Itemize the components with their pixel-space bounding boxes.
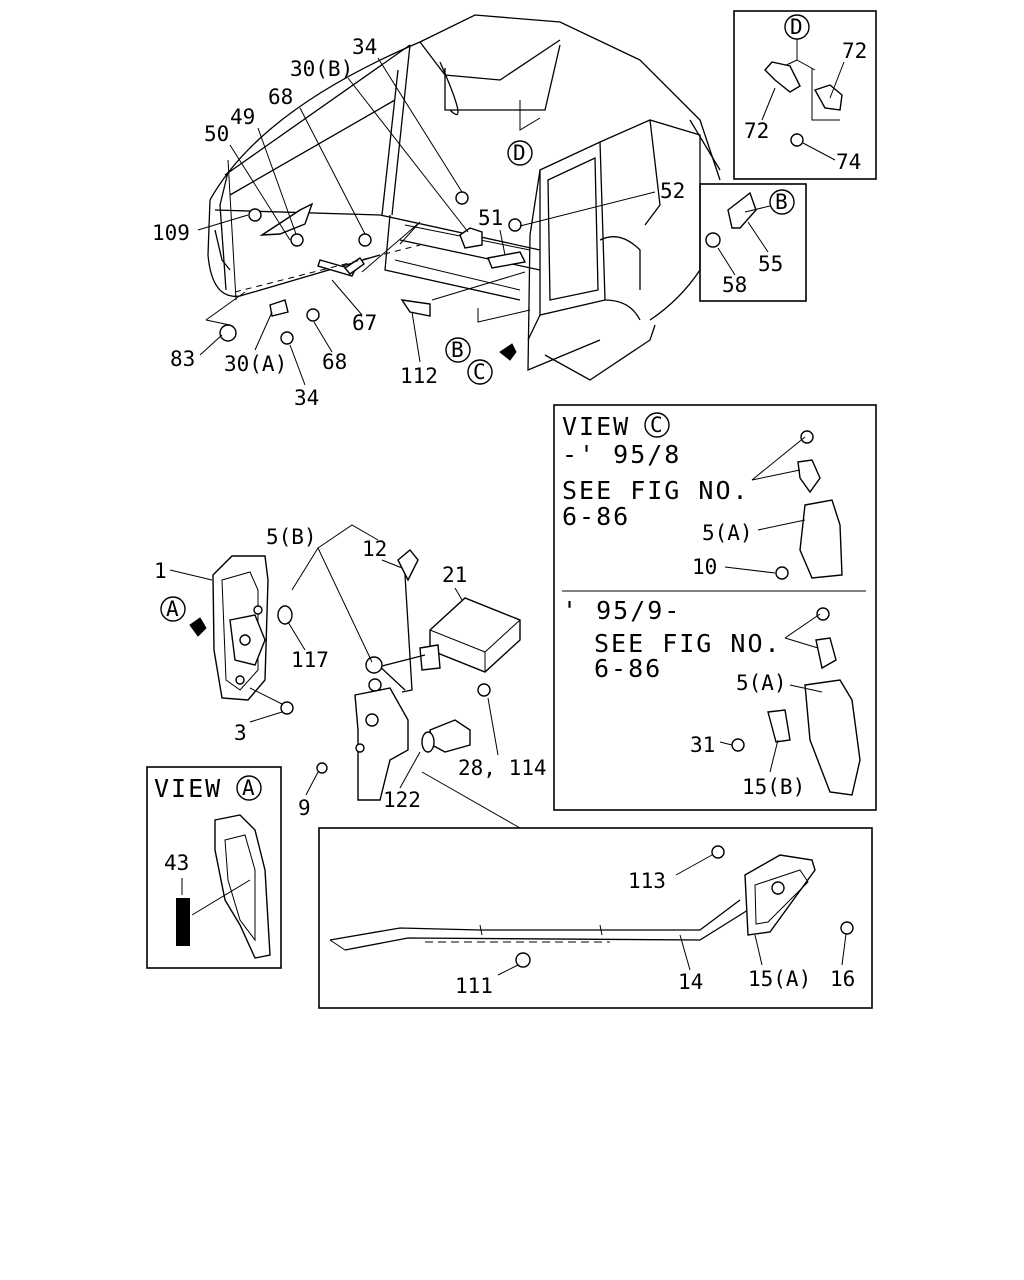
label-113: 113 xyxy=(628,869,666,893)
label-28-114: 28, 114 xyxy=(458,756,547,780)
label-30a: 30(A) xyxy=(224,352,287,376)
label-14: 14 xyxy=(678,970,703,994)
label-10: 10 xyxy=(692,555,717,579)
circle-d-top-letter: D xyxy=(513,141,526,165)
circle-a-letter: A xyxy=(166,597,179,621)
label-34-bottom: 34 xyxy=(294,386,319,410)
label-5b: 5(B) xyxy=(266,525,317,549)
label-122: 122 xyxy=(383,788,421,812)
top-labels: 34 30(B) 68 49 50 109 83 30(A) 34 68 67 … xyxy=(152,35,685,410)
label-68-bottom: 68 xyxy=(322,350,347,374)
circle-c-top xyxy=(467,359,493,385)
bottom-leader-lines xyxy=(497,854,847,976)
label-111: 111 xyxy=(455,974,493,998)
label-67: 67 xyxy=(352,311,377,335)
label-15b: 15(B) xyxy=(742,775,805,799)
view-a-title: VIEW xyxy=(154,774,222,803)
label-72-left: 72 xyxy=(744,119,769,143)
label-34-top: 34 xyxy=(352,35,377,59)
label-74: 74 xyxy=(836,150,861,174)
view-c-lower-line2: SEE FIG NO. xyxy=(594,629,782,658)
view-a-letter: A xyxy=(242,776,255,800)
latch-assembly: A xyxy=(160,549,521,801)
top-leader-lines xyxy=(197,57,656,386)
view-c-panel: VIEW C -' 95/8 SEE FIG NO. 6-86 5(A) 10 … xyxy=(553,404,877,811)
label-43: 43 xyxy=(164,851,189,875)
label-16: 16 xyxy=(830,967,855,991)
view-c-lower-line1: ' 95/9- xyxy=(562,596,681,625)
circle-c-top-letter: C xyxy=(473,360,486,384)
view-c-title: VIEW xyxy=(562,412,630,441)
label-68-top: 68 xyxy=(268,85,293,109)
label-52: 52 xyxy=(660,179,685,203)
label-5a-upper: 5(A) xyxy=(702,521,753,545)
label-83: 83 xyxy=(170,347,195,371)
label-55: 55 xyxy=(758,252,783,276)
circle-b-top-letter: B xyxy=(451,338,464,362)
circle-b-top xyxy=(445,337,471,363)
view-c-lower-line3: 6-86 xyxy=(594,654,662,683)
circle-d-top xyxy=(507,140,533,166)
inset-b: B 55 58 xyxy=(699,183,807,302)
label-30b: 30(B) xyxy=(290,57,353,81)
label-21: 21 xyxy=(442,563,467,587)
inset-d-letter: D xyxy=(790,15,803,39)
inset-b-letter: B xyxy=(775,190,788,214)
vehicle-rear-illustration xyxy=(205,14,721,381)
label-109: 109 xyxy=(152,221,190,245)
view-c-upper-line3: 6-86 xyxy=(562,502,630,531)
handle-assembly xyxy=(318,771,873,1009)
view-a-panel: VIEW A 43 xyxy=(146,766,282,969)
bottom-labels: 113 111 14 15(A) 16 xyxy=(455,869,855,998)
label-1: 1 xyxy=(154,559,167,583)
inset-d: D 72 72 74 xyxy=(733,10,877,180)
label-112: 112 xyxy=(400,364,438,388)
label-50: 50 xyxy=(204,122,229,146)
view-c-upper-line1: -' 95/8 xyxy=(562,440,681,469)
top-circles: D B C xyxy=(445,140,533,385)
label-49: 49 xyxy=(230,105,255,129)
label-5a-lower: 5(A) xyxy=(736,671,787,695)
label-12: 12 xyxy=(362,537,387,561)
label-3: 3 xyxy=(234,721,247,745)
label-15a: 15(A) xyxy=(748,967,811,991)
view-c-upper-line2: SEE FIG NO. xyxy=(562,476,750,505)
middle-labels: 5(B) 12 21 1 117 3 9 122 28, 114 xyxy=(154,525,547,820)
label-72-right: 72 xyxy=(842,39,867,63)
label-117: 117 xyxy=(291,648,329,672)
label-51: 51 xyxy=(478,206,503,230)
label-31: 31 xyxy=(690,733,715,757)
view-c-letter: C xyxy=(650,413,663,437)
label-58: 58 xyxy=(722,273,747,297)
middle-leader-lines xyxy=(169,524,499,796)
label-9: 9 xyxy=(298,796,311,820)
